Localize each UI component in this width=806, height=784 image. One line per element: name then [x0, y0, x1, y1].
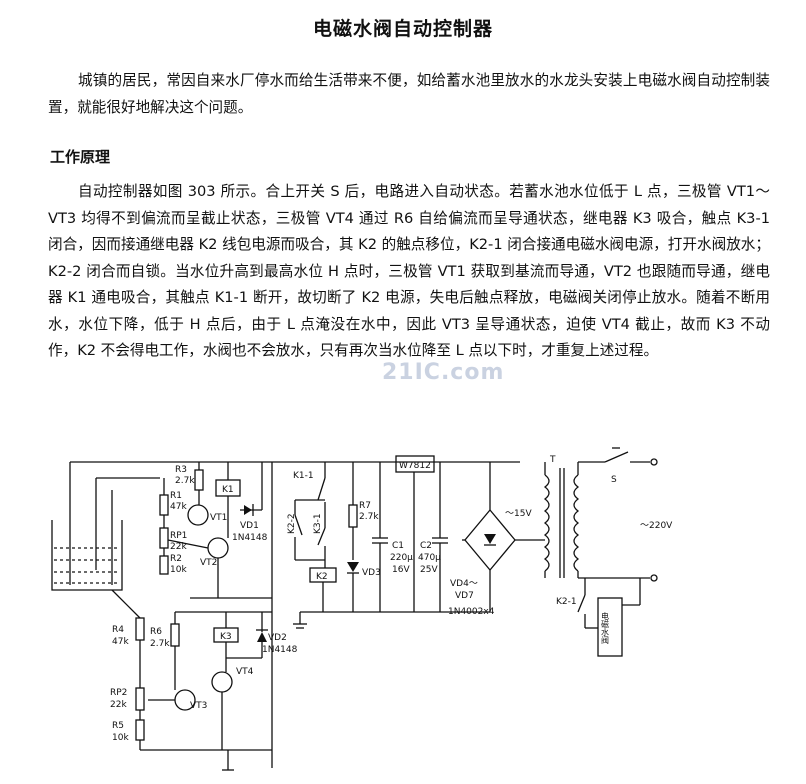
vd2-diode: VD2 1N4148: [256, 612, 298, 658]
r2-resistor: R2 10k: [159, 554, 187, 575]
switch-s: S: [604, 447, 629, 485]
vt3-transistor: VT3: [174, 689, 207, 711]
svg-text:R4: R4: [112, 625, 124, 635]
vt2-transistor: VT2: [200, 537, 229, 568]
svg-text:R5: R5: [112, 721, 124, 731]
svg-text:K1-1: K1-1: [293, 471, 314, 481]
svg-text:R2: R2: [170, 554, 182, 564]
svg-text:1N4148: 1N4148: [232, 533, 268, 543]
svg-text:25V: 25V: [420, 565, 438, 575]
svg-text:VT3: VT3: [190, 701, 207, 711]
k1-relay: K1: [215, 479, 241, 497]
svg-text:1N4148: 1N4148: [262, 645, 298, 655]
vd3-led: VD3: [347, 562, 381, 578]
svg-text:电磁水阀: 电磁水阀: [601, 611, 610, 645]
svg-text:K3: K3: [220, 632, 232, 642]
c1-capacitor: C1 220μ 16V: [372, 462, 413, 612]
svg-text:VT1: VT1: [210, 513, 227, 523]
k3-1-contact: K3-1: [313, 513, 326, 568]
svg-text:R1: R1: [170, 491, 182, 501]
r5-resistor: R5 10k: [112, 719, 145, 743]
svg-text:RP1: RP1: [170, 531, 187, 541]
body-paragraph: 自动控制器如图 303 所示。合上开关 S 后，电路进入自动状态。若蓄水池水位低…: [48, 183, 770, 359]
mains-voltage-label: ～220V: [640, 521, 673, 531]
section-heading: 工作原理: [50, 148, 111, 166]
vt4-transistor: VT4: [211, 667, 254, 693]
k1-1-contact: K1-1: [293, 462, 326, 528]
r6-resistor: R6 2.7k: [150, 623, 180, 649]
svg-text:K3-1: K3-1: [313, 513, 323, 534]
c2-capacitor: C2 470μ 25V: [418, 462, 448, 612]
k2-2-contact: K2-2: [287, 500, 303, 560]
svg-text:～15V: ～15V: [505, 509, 532, 519]
r4-resistor: R4 47k: [112, 617, 145, 647]
svg-text:VT4: VT4: [236, 667, 254, 677]
intro-paragraph: 城镇的居民，常因自来水厂停水而给生活带来不便，如给蓄水池里放水的水龙头安装上电磁…: [48, 72, 770, 116]
svg-text:VD1: VD1: [240, 521, 259, 531]
svg-text:S: S: [611, 475, 617, 485]
svg-text:K1: K1: [222, 485, 234, 495]
svg-text:VD2: VD2: [268, 633, 287, 643]
k2-relay: K2: [309, 567, 337, 583]
svg-text:470μ: 470μ: [418, 553, 441, 563]
circuit-schematic: R3 2.7k R1 47k RP1 22k R2 10k VT1 VT2 K1: [51, 447, 673, 771]
svg-text:VD7: VD7: [455, 591, 474, 601]
transformer: T ～15V: [505, 455, 580, 578]
svg-text:47k: 47k: [170, 502, 187, 512]
svg-text:2.7k: 2.7k: [150, 639, 170, 649]
solenoid-valve: 电磁水阀: [597, 597, 623, 657]
svg-text:C1: C1: [392, 541, 404, 551]
bridge-rectifier: VD4～ VD7 1N4002x4: [448, 508, 516, 617]
svg-text:W7812: W7812: [399, 461, 431, 471]
vt1-transistor: VT1: [187, 504, 227, 526]
svg-text:10k: 10k: [112, 733, 129, 743]
svg-text:K2-1: K2-1: [556, 597, 577, 607]
svg-text:VT2: VT2: [200, 558, 217, 568]
svg-text:2.7k: 2.7k: [359, 512, 379, 522]
svg-text:K2-2: K2-2: [287, 513, 297, 534]
svg-text:C2: C2: [420, 541, 432, 551]
svg-text:2.7k: 2.7k: [175, 476, 195, 486]
rp2-potentiometer: RP2 22k: [110, 687, 145, 711]
svg-text:RP2: RP2: [110, 688, 127, 698]
svg-text:22k: 22k: [110, 700, 127, 710]
site-watermark: 21IC.com: [382, 360, 505, 385]
svg-text:K2: K2: [316, 572, 328, 582]
svg-text:47k: 47k: [112, 637, 129, 647]
svg-text:16V: 16V: [392, 565, 410, 575]
svg-text:VD4～: VD4～: [450, 579, 478, 589]
svg-text:R6: R6: [150, 627, 162, 637]
page-title: 电磁水阀自动控制器: [312, 18, 493, 40]
k2-1-contact: K2-1: [556, 578, 586, 628]
svg-text:R7: R7: [359, 501, 371, 511]
water-tank: [51, 462, 123, 591]
svg-text:VD3: VD3: [362, 568, 381, 578]
k3-relay: K3: [213, 627, 239, 643]
svg-text:220μ: 220μ: [390, 553, 413, 563]
w7812-regulator: W7812: [395, 455, 435, 473]
vd1-diode: VD1 1N4148: [232, 504, 268, 543]
svg-text:T: T: [549, 455, 556, 465]
svg-text:R3: R3: [175, 465, 187, 475]
svg-text:22k: 22k: [170, 542, 187, 552]
svg-text:10k: 10k: [170, 565, 187, 575]
